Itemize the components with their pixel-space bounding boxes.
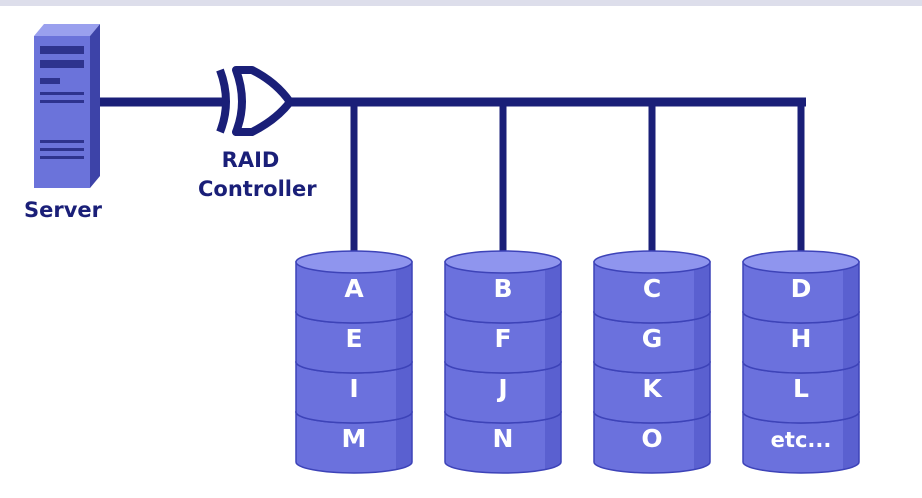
disk-2-segment: B: [444, 250, 562, 324]
server-icon: [34, 24, 100, 188]
raid-controller-label-line1: RAID: [221, 148, 280, 172]
disk-3-stripe-label: K: [642, 374, 663, 403]
disk-4-stripe-label: L: [793, 374, 809, 403]
raid-controller-label-line2: Controller: [198, 177, 317, 201]
disk-3-stripe-label: O: [641, 424, 662, 453]
raid-controller-icon: [216, 66, 294, 136]
server-label: Server: [24, 198, 103, 222]
disk-1-stripe-label: M: [342, 424, 367, 453]
disk-4-stripe-label: H: [791, 324, 812, 353]
disk-4-stripe-label: etc...: [771, 428, 832, 452]
disk-2-stripe-label: J: [496, 374, 507, 403]
disk-4-stack: etc... LHD: [742, 250, 860, 474]
disk-2-stripe-label: F: [494, 324, 511, 353]
disk-4-stripe-label: D: [791, 274, 812, 303]
disk-1-segment: A: [295, 250, 413, 324]
raid-controller-label: RAID Controller: [198, 146, 317, 204]
disk-3-stripe-label: C: [643, 274, 661, 303]
disk-4-segment: D: [742, 250, 860, 324]
disk-2-stripe-label: N: [493, 424, 514, 453]
disk-1-stripe-label: E: [345, 324, 362, 353]
disk-1-stripe-label: I: [349, 374, 358, 403]
disk-3-stripe-label: G: [642, 324, 663, 353]
disk-1-stripe-label: A: [344, 274, 364, 303]
disk-2-stripe-label: B: [493, 274, 512, 303]
disk-3-segment: C: [593, 250, 711, 324]
top-edge-strip: [0, 0, 922, 6]
